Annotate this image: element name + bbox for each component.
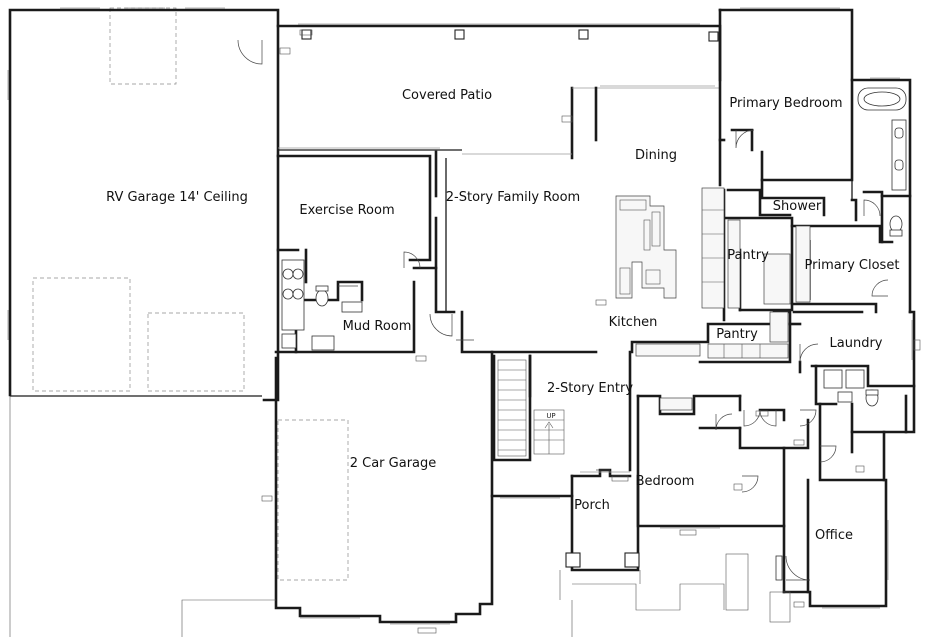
label-primary-bedroom: Primary Bedroom bbox=[729, 96, 842, 111]
label-dining: Dining bbox=[635, 148, 677, 163]
site-lines bbox=[9, 396, 791, 637]
room-labels: RV Garage 14' Ceiling Covered Patio Prim… bbox=[106, 88, 899, 543]
label-bedroom: Bedroom bbox=[636, 474, 695, 489]
label-laundry: Laundry bbox=[830, 336, 883, 351]
label-office: Office bbox=[815, 528, 853, 543]
label-primary-closet: Primary Closet bbox=[805, 258, 900, 273]
label-kitchen: Kitchen bbox=[609, 315, 658, 330]
label-shower: Shower bbox=[773, 199, 822, 214]
label-family-room: 2-Story Family Room bbox=[446, 190, 580, 205]
label-car-garage: 2 Car Garage bbox=[350, 456, 437, 471]
kitchen-island bbox=[615, 195, 677, 299]
patio-posts bbox=[301, 29, 719, 568]
interior-walls bbox=[274, 86, 916, 594]
stair-up-label: UP bbox=[546, 412, 555, 420]
label-entry: 2-Story Entry bbox=[547, 381, 633, 396]
dimension-tags bbox=[261, 29, 921, 634]
stairs: UP bbox=[497, 359, 565, 457]
kitchen-cabinets bbox=[635, 187, 811, 411]
label-porch: Porch bbox=[574, 498, 610, 513]
label-exercise-room: Exercise Room bbox=[299, 203, 394, 218]
label-rv-garage: RV Garage 14' Ceiling bbox=[106, 190, 248, 205]
label-mud-room: Mud Room bbox=[343, 319, 412, 334]
label-pantry-upper: Pantry bbox=[727, 248, 769, 263]
windows bbox=[7, 7, 913, 625]
label-covered-patio: Covered Patio bbox=[402, 88, 492, 103]
fixtures bbox=[281, 87, 907, 581]
garage-outlines bbox=[32, 7, 349, 581]
label-pantry-lower: Pantry bbox=[716, 327, 758, 342]
doors bbox=[237, 39, 889, 581]
